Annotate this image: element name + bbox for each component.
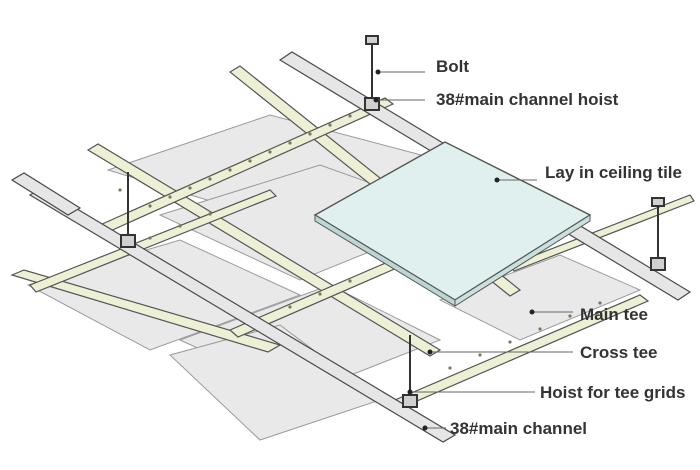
label-ceiling-tile: Lay in ceiling tile [545, 163, 682, 182]
label-hoist-tee-grids: Hoist for tee grids [540, 383, 685, 402]
ceiling-panel-right [438, 254, 642, 341]
main-channel-left-stub [10, 172, 82, 216]
leader-dots [373, 69, 535, 431]
label-main-channel-hoist: 38#main channel hoist [436, 90, 619, 109]
cross-tee-left [28, 189, 278, 293]
label-main-channel: 38#main channel [450, 419, 587, 438]
bolt-top [365, 35, 379, 45]
label-main-tee: Main tee [580, 305, 648, 324]
label-bolt: Bolt [436, 57, 469, 76]
tee-grid-hoist-clip [402, 394, 418, 408]
leader-lines [376, 71, 573, 429]
ceiling-tile-side [454, 214, 591, 307]
label-cross-tee: Cross tee [580, 343, 657, 362]
